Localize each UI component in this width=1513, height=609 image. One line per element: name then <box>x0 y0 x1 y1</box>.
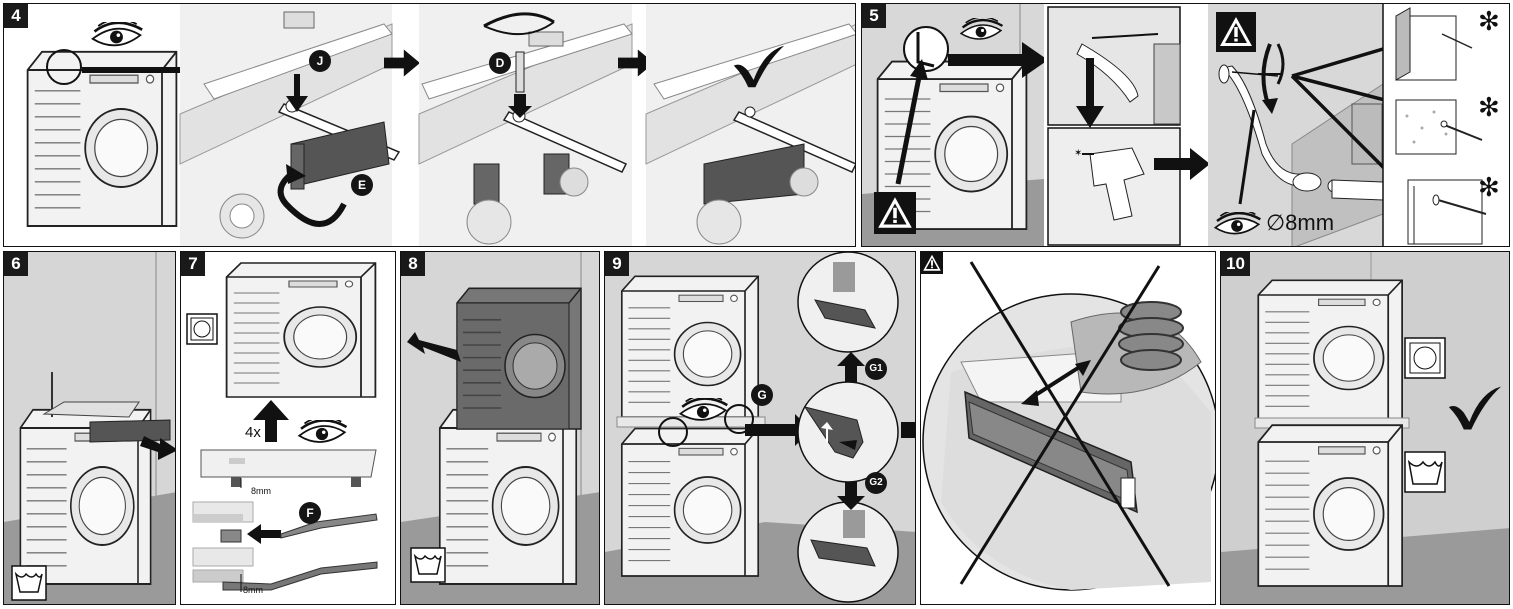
wall-marker-3: ✻ <box>1478 172 1500 202</box>
step-7-number: 7 <box>181 252 205 276</box>
warning-scene <box>921 252 1215 591</box>
warning-icon <box>1216 12 1256 52</box>
step-6-number: 6 <box>4 252 28 276</box>
callout-g1: G1 <box>865 358 887 380</box>
callout-e: E <box>351 174 373 196</box>
callout-f: F <box>299 502 321 524</box>
step-5-panel: 5 ✶ <box>861 3 1510 247</box>
eye-icon <box>91 22 144 47</box>
step-5-number: 5 <box>862 4 886 28</box>
step-8-panel: 8 <box>400 251 600 605</box>
foot-height-top: 8mm <box>251 486 271 496</box>
warning-icon <box>921 252 943 274</box>
step-4-panel: 4 <box>3 3 856 247</box>
step-8-number: 8 <box>401 252 425 276</box>
wall-marker-1: ✻ <box>1478 6 1500 36</box>
hole-diameter-label: ∅8mm <box>1266 210 1335 235</box>
warning-icon <box>874 192 916 234</box>
zoom-circle <box>46 49 82 85</box>
warning-panel <box>920 251 1216 605</box>
washer-symbol-icon <box>14 571 43 593</box>
step-4-scene <box>26 4 855 246</box>
step-10-scene <box>1221 252 1509 604</box>
step-7-scene <box>186 262 378 592</box>
step-10-number: 10 <box>1221 252 1250 276</box>
callout-d: D <box>489 52 511 74</box>
callout-j: J <box>309 50 331 72</box>
step-5-scene: ✶ <box>862 4 1509 246</box>
step-6-scene <box>4 252 175 604</box>
step-8-scene <box>401 252 599 604</box>
wall-marker-2: ✻ <box>1478 92 1500 122</box>
dryer-symbol-icon <box>193 320 211 338</box>
foot-height-bottom: 8mm <box>243 585 263 595</box>
step-9-scene <box>605 252 915 604</box>
svg-text:✶: ✶ <box>1074 148 1082 159</box>
callout-g: G <box>751 384 773 406</box>
arrow-left <box>247 524 281 544</box>
quantity-label: 4x <box>245 424 261 441</box>
step-10-panel: 10 <box>1220 251 1510 605</box>
step-9-number: 9 <box>605 252 629 276</box>
eye-icon <box>297 420 348 444</box>
washer-symbol-icon <box>413 553 442 575</box>
step-6-panel: 6 <box>3 251 176 605</box>
dryer-symbol-icon <box>1413 346 1437 370</box>
step-9-panel: 9 G G1 G2 <box>604 251 916 605</box>
callout-g2: G2 <box>865 472 887 494</box>
cross-out-icon <box>959 265 1161 585</box>
step-7-panel: 7 4x 8mm F 8mm <box>180 251 396 605</box>
washer-symbol-icon <box>1407 459 1443 485</box>
step-4-number: 4 <box>4 4 28 28</box>
